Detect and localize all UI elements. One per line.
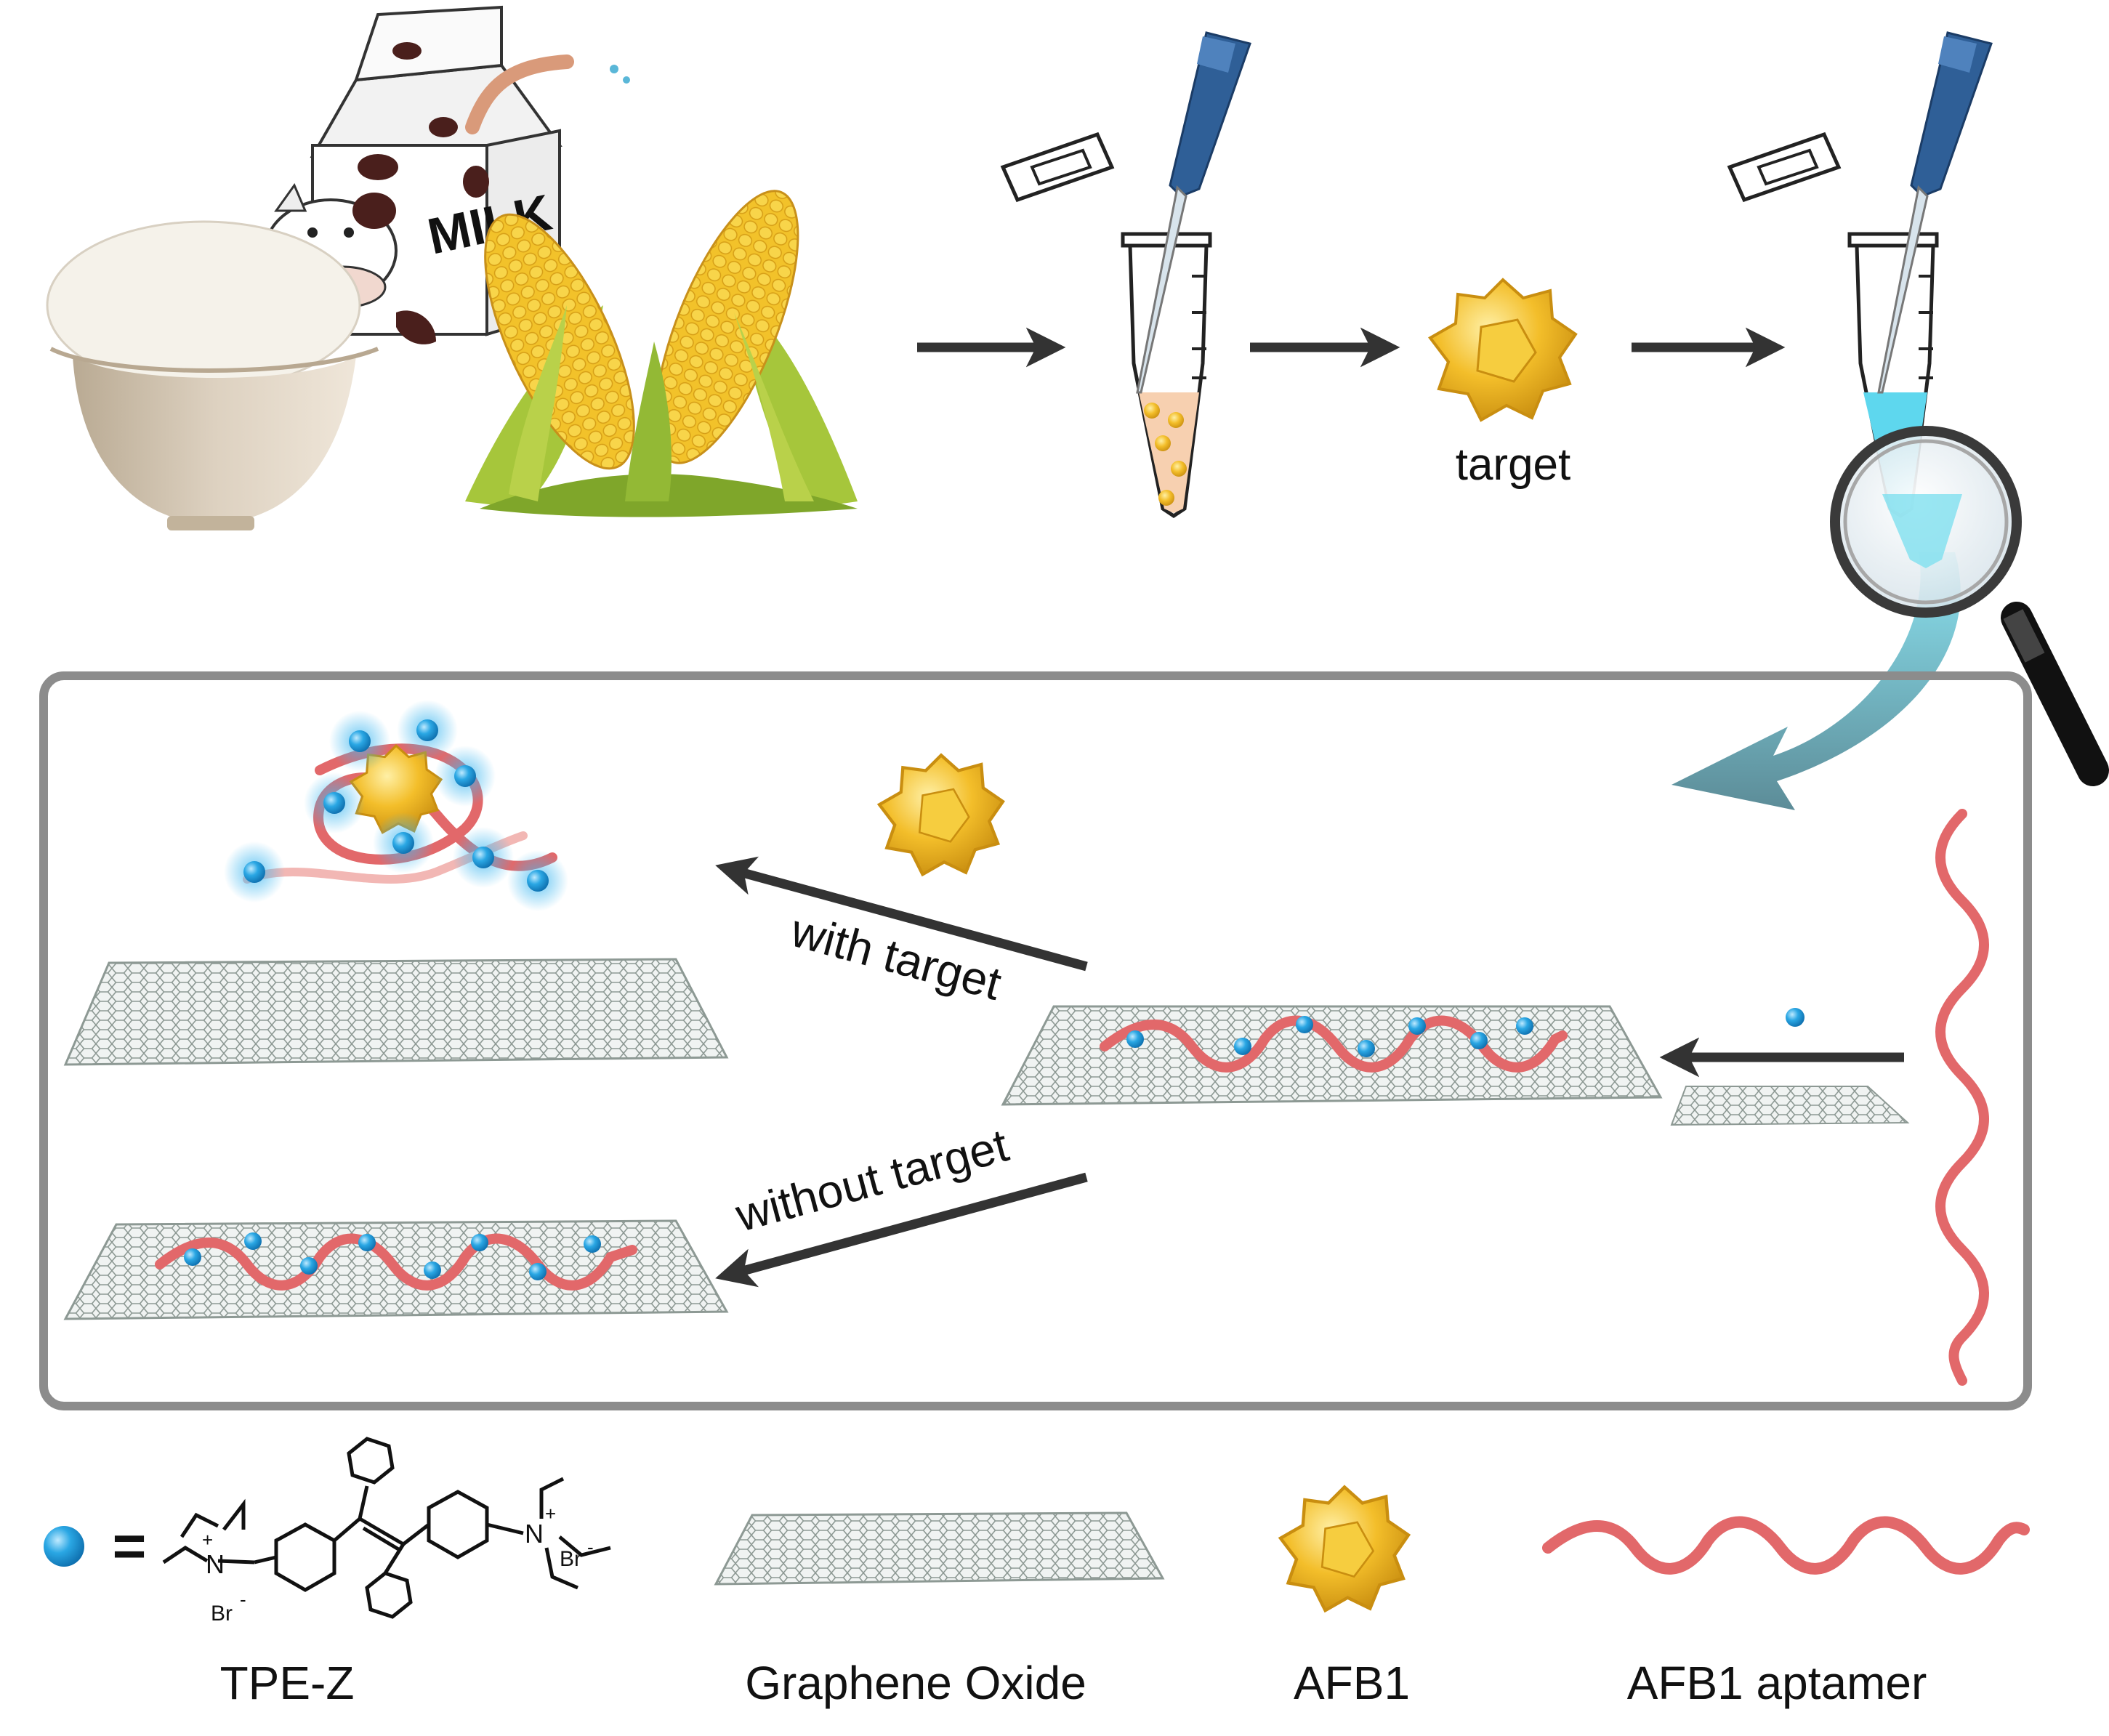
with-target-arrow [715, 856, 1088, 972]
legend-graphene-oxide-label: Graphene Oxide [745, 1657, 1086, 1709]
afb1-molecule-icon [876, 753, 1005, 877]
chem-plus-left: + [202, 1529, 213, 1551]
tpe-z-dot-icon [44, 1526, 84, 1567]
with-target-label: with target [785, 904, 1007, 1010]
corn-icon [465, 190, 858, 517]
legend-equals: = [113, 1514, 147, 1578]
chem-n-left: N [206, 1549, 225, 1579]
afb1-molecule-icon [1278, 1485, 1411, 1613]
graphene-sheet-icon [63, 958, 729, 1066]
legend-afb1-aptamer: AFB1 aptamer [1542, 1516, 2030, 1709]
chem-br-right: Br [560, 1547, 581, 1571]
tpe-z-dot-icon [1786, 1008, 1804, 1027]
legend-tpe-z: = [44, 1437, 611, 1709]
legend-tpe-z-label: TPE-Z [220, 1657, 355, 1709]
pipette-icon [1136, 31, 1251, 394]
tpe-z-structure [162, 1437, 611, 1619]
graphene-sheet-icon [714, 1511, 1165, 1586]
target-label: target [1456, 440, 1571, 490]
pipette-icon [1877, 31, 1993, 394]
chem-br-left: Br [211, 1602, 233, 1626]
emitting-dots [224, 700, 568, 911]
afb1-molecule-icon [1428, 278, 1578, 422]
legend-afb1-aptamer-label: AFB1 aptamer [1627, 1657, 1927, 1709]
chem-minus-left: - [240, 1588, 246, 1610]
chem-minus-right: - [587, 1536, 594, 1558]
legend: = [44, 1437, 2030, 1709]
graphene-sheet-icon [1001, 1005, 1663, 1106]
without-target-label: without target [730, 1118, 1014, 1241]
magnifier-icon [1830, 426, 2109, 786]
without-target-arrow [715, 1172, 1088, 1288]
rice-bowl-icon [46, 220, 379, 530]
aptamer-helix-icon [1542, 1516, 2030, 1575]
tube-with-sample [1000, 31, 1251, 519]
food-samples-group: MILK [46, 5, 858, 530]
centrifuge-tube-icon [1000, 132, 1212, 519]
graphene-sheet-icon [1670, 1086, 1910, 1126]
legend-afb1-label: AFB1 [1294, 1657, 1410, 1709]
chem-plus-right: + [545, 1503, 556, 1525]
mechanism-panel [39, 671, 2032, 1410]
aptamer-helix-icon [1935, 809, 1989, 1386]
legend-graphene-oxide: Graphene Oxide [714, 1511, 1165, 1709]
chem-n-right: N [525, 1519, 544, 1549]
graphene-aptamer-complex [1001, 1005, 1663, 1106]
legend-afb1: AFB1 [1278, 1485, 1411, 1709]
tube-with-signal [1672, 31, 2109, 810]
graphene-aptamer-quenched [63, 1219, 729, 1320]
